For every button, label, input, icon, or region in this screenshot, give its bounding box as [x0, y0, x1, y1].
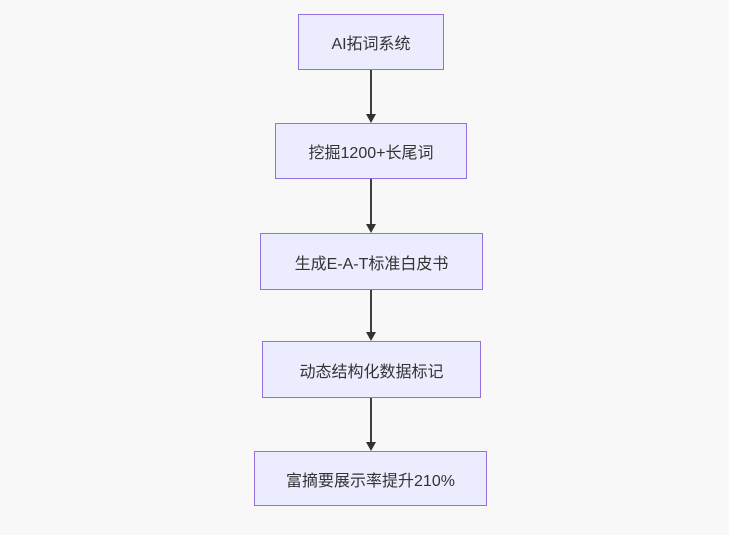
arrowhead-down-icon — [366, 332, 376, 341]
flow-node-structured-data-markup: 动态结构化数据标记 — [262, 341, 481, 398]
flow-node-eat-whitepaper: 生成E-A-T标准白皮书 — [260, 233, 483, 290]
flow-node-longtail-mining: 挖掘1200+长尾词 — [275, 123, 467, 179]
arrowhead-down-icon — [366, 224, 376, 233]
edge-line-1 — [370, 70, 372, 115]
edge-line-3 — [370, 290, 372, 333]
flow-node-rich-snippet-result: 富摘要展示率提升210% — [254, 451, 487, 506]
edge-line-2 — [370, 179, 372, 225]
flow-node-ai-expansion-system: AI拓词系统 — [298, 14, 444, 70]
arrowhead-down-icon — [366, 442, 376, 451]
arrowhead-down-icon — [366, 114, 376, 123]
edge-line-4 — [370, 398, 372, 443]
